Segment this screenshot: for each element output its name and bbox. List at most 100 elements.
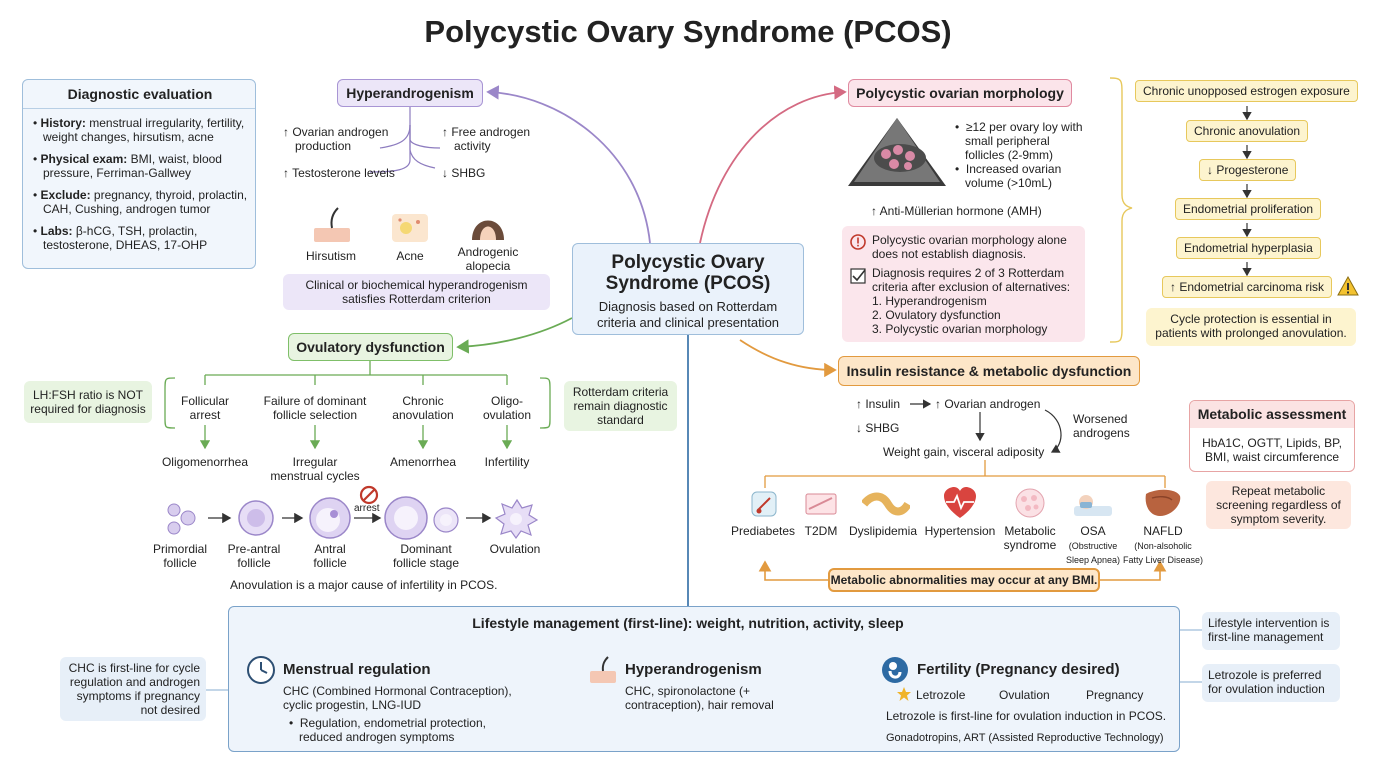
divider (23, 108, 255, 109)
warning-circle-icon (850, 234, 866, 250)
acne-label: Acne (396, 249, 424, 263)
carcinoma-risk-chip: ↑ Endometrial carcinoma risk (1162, 276, 1333, 298)
insulin-heading: Insulin resistance & metabolic dysfuncti… (838, 356, 1140, 386)
follicle-count-bullet: • ≥12 per ovary loy with small periphera… (955, 120, 1083, 162)
dyslipidemia-icon (862, 492, 910, 516)
diagnostic-list: • History: menstrual irregularity, ferti… (33, 116, 253, 260)
checkbox-icon (850, 268, 866, 284)
metabolic-heading: Metabolic assessment (1190, 401, 1354, 428)
metabolic-syndrome-icon (1015, 488, 1045, 518)
any-bmi-note: Metabolic abnormalities may occur at any… (828, 568, 1100, 592)
diagnostic-heading: Diagnostic evaluation (67, 86, 213, 102)
metabolic-tests: HbA1C, OGTT, Lipids, BP,BMI, waist circu… (1202, 436, 1342, 464)
letrozole-step: Letrozole (916, 688, 966, 702)
antral-follicle-icon (309, 497, 351, 539)
metabolic-assessment-panel: Metabolic assessment HbA1C, OGTT, Lipids… (1189, 400, 1355, 472)
menstrual-benefits: • Regulation, endometrial protection, re… (289, 716, 486, 744)
dominant-follicle-icon (384, 496, 459, 540)
hair-follicle-icon (590, 656, 616, 683)
arrest-prohibited-icon (359, 485, 379, 505)
diagnostic-item: • Labs: β-hCG, TSH, prolactin,testostero… (33, 224, 208, 252)
diagnostic-item: • History: menstrual irregularity, ferti… (33, 116, 245, 144)
primordial-follicle-icon (167, 503, 196, 535)
prediabetes-label: Prediabetes (730, 524, 796, 538)
prediabetes-icon (751, 491, 777, 517)
endometrial-hyperplasia-chip: Endometrial hyperplasia (1176, 237, 1321, 259)
shbg-text-2: ↓ SHBG (856, 421, 900, 435)
fetus-icon (882, 657, 908, 683)
gonadotropins-art: Gonadotropins, ART (Assisted Reproductiv… (886, 732, 1164, 744)
diagnostic-item: • Exclude: pregnancy, thyroid, prolactin… (33, 188, 248, 216)
anovulation-chip: Chronic anovulation (1186, 120, 1309, 142)
insulin-text: ↑ Insulin (856, 397, 901, 411)
t2dm-label: T2DM (804, 524, 838, 538)
warning-triangle-icon (1337, 276, 1359, 296)
testosterone-text: ↑ Testosterone levels (283, 166, 395, 180)
weight-gain-text: Weight gain, visceral adiposity (883, 445, 1045, 459)
menstrual-regulation-heading: Menstrual regulation (283, 661, 431, 678)
ultrasound-icon (848, 118, 946, 186)
androgenic-alopecia-icon (472, 220, 504, 240)
page-title: Polycystic Ovary Syndrome (PCOS) (424, 14, 952, 49)
oligomenorrhea: Oligomenorrhea (161, 455, 249, 469)
hyperandrogenism-treatments: CHC, spironolactone (+contraception), ha… (625, 684, 774, 712)
morphology-heading: Polycystic ovarian morphology (848, 79, 1072, 107)
diagnostic-evaluation-panel: Diagnostic evaluation • History: menstru… (22, 79, 256, 269)
ovulation-icon (494, 498, 539, 540)
t2dm-icon (805, 493, 837, 515)
shbg-text: ↓ SHBG (442, 166, 486, 180)
hypertension-icon (944, 487, 976, 518)
amh-text: ↑ Anti-Müllerian hormone (AMH) (871, 204, 1042, 218)
clock-icon (247, 656, 275, 684)
acne-icon (392, 214, 428, 242)
pre-antral-follicle-icon (238, 500, 274, 536)
ovarian-volume-bullet: • Increased ovarian volume (>10mL) (955, 162, 1062, 190)
oligo-ovulation: Oligo-ovulation (482, 394, 532, 422)
arrest-label: arrest (354, 503, 380, 514)
hyperandrogenism-heading: Hyperandrogenism (337, 79, 483, 107)
lifestyle-panel (228, 606, 1180, 752)
letrozole-first-line: Letrozole is first-line for ovulation in… (886, 709, 1167, 723)
osa-icon (1074, 495, 1112, 516)
menstrual-treatments: CHC (Combined Hormonal Contraception),cy… (283, 684, 512, 712)
anovulation-note: Anovulation is a major cause of infertil… (230, 578, 498, 592)
ovulation-label: Ovulation (489, 542, 541, 556)
pregnancy-step: Pregnancy (1086, 688, 1144, 702)
ovulatory-heading: Ovulatory dysfunction (288, 333, 453, 361)
ovulation-step: Ovulation (999, 688, 1050, 702)
hirsutism-icon (314, 207, 350, 242)
endometrial-proliferation-chip: Endometrial proliferation (1175, 198, 1322, 220)
lifestyle-heading: Lifestyle management (first-line): weigh… (472, 615, 904, 631)
hyperandrogenism-treatment-heading: Hyperandrogenism (625, 661, 762, 678)
star-icon (897, 687, 911, 701)
